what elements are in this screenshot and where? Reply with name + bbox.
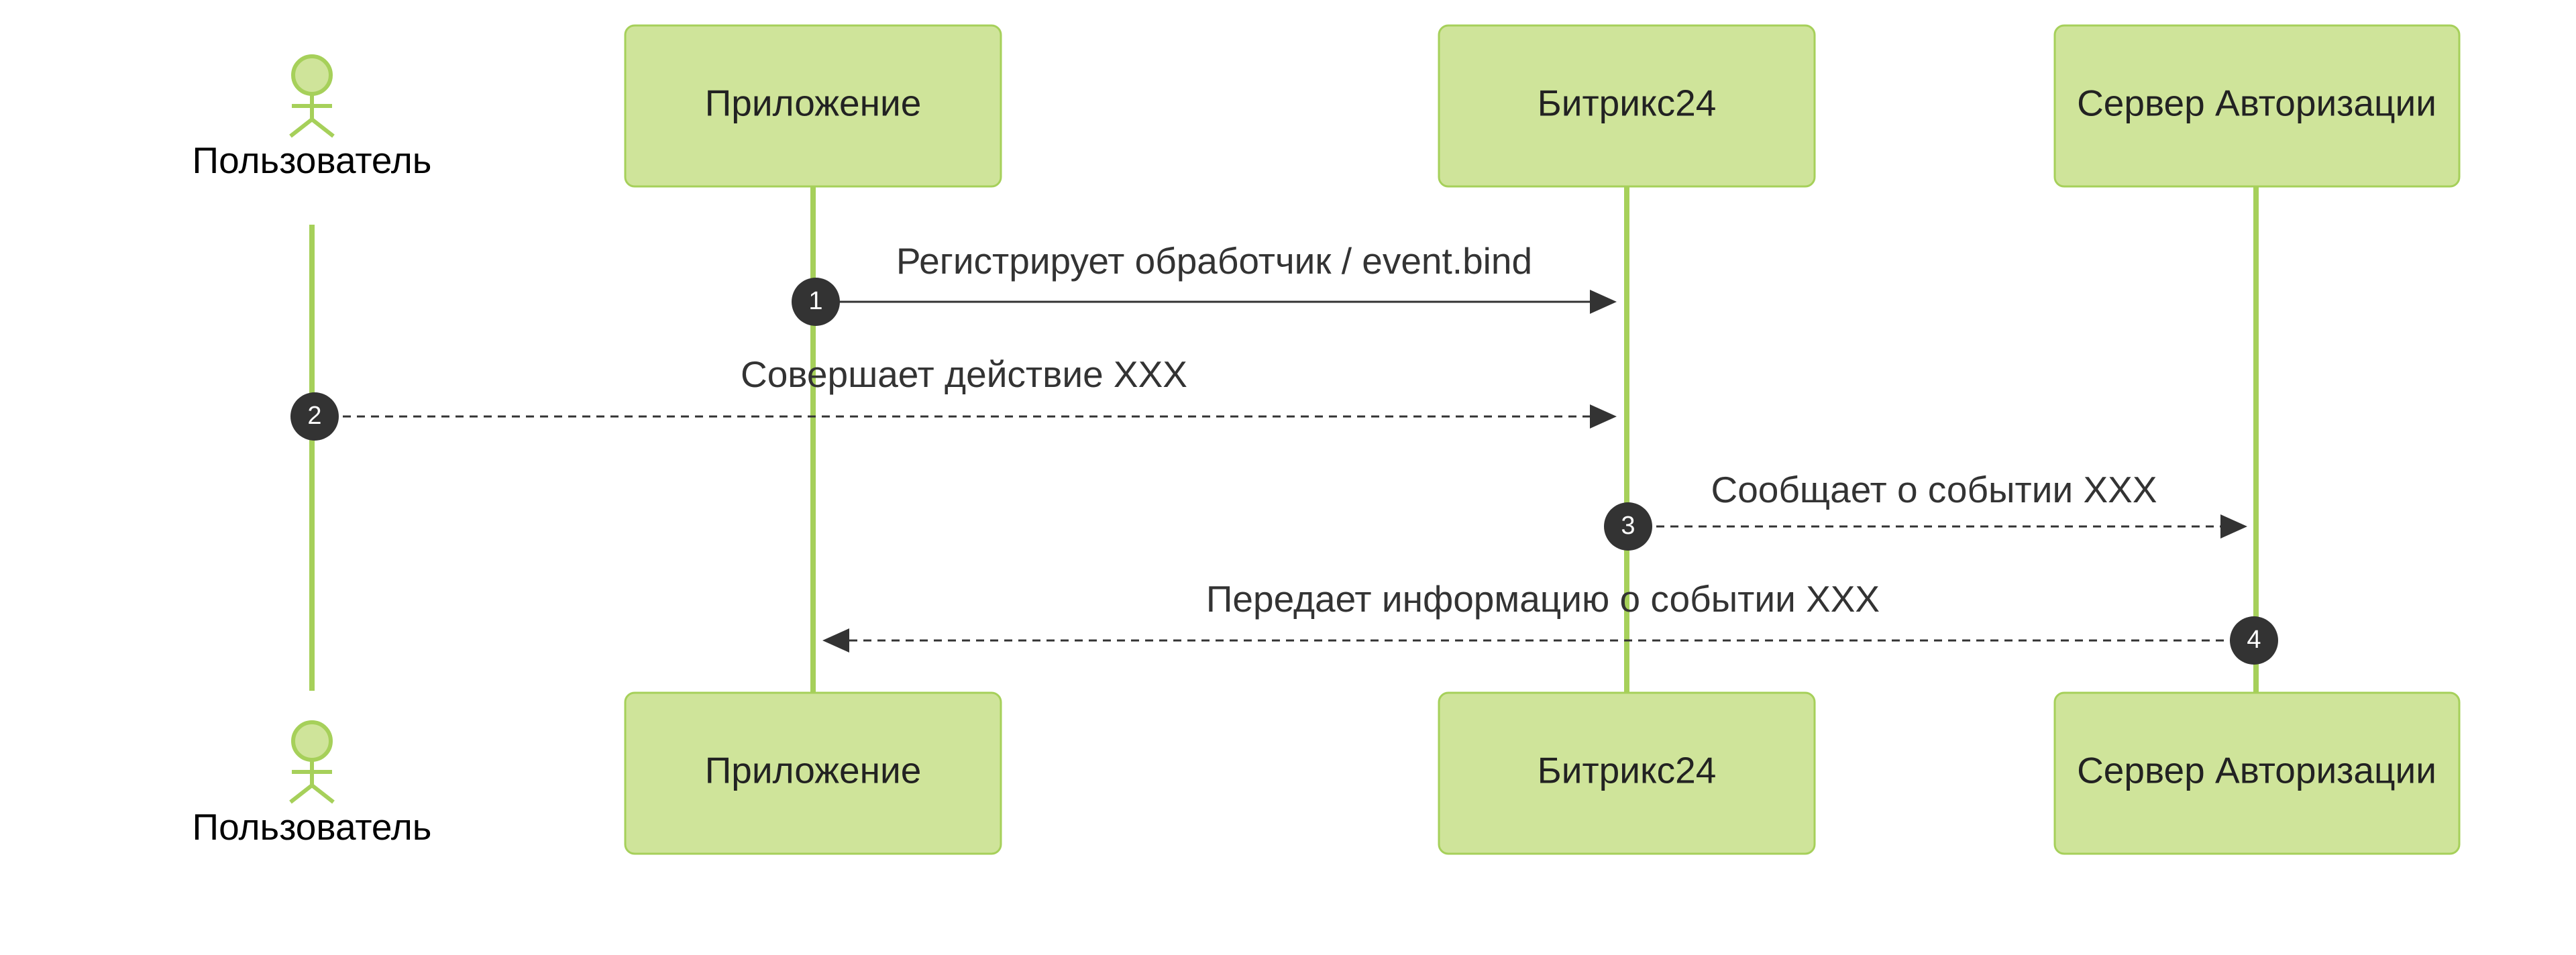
actor-user-top: Пользователь [193, 54, 432, 181]
step-2-badge [290, 392, 339, 441]
step-2-number: 2 [307, 402, 321, 430]
message-2: Совершает действие XXX 2 [290, 353, 1617, 441]
message-4-arrowhead [822, 628, 849, 653]
step-4-badge [2230, 616, 2278, 665]
participant-label-app: Приложение [705, 82, 922, 124]
step-3-badge [1604, 502, 1652, 551]
step-1-number: 1 [808, 287, 822, 315]
participant-label-auth: Сервер Авторизации [2077, 82, 2436, 124]
message-3-arrowhead [2220, 514, 2247, 539]
participant-auth-top: Сервер Авторизации [2053, 24, 2461, 188]
message-2-arrowhead [1590, 404, 1617, 429]
participant-label-bitrix: Битрикс24 [1538, 82, 1717, 124]
message-1: Регистрирует обработчик / event.bind 1 [792, 240, 1617, 326]
actor-head [291, 54, 333, 96]
participant-bitrix-top: Битрикс24 [1438, 24, 1816, 188]
participant-bitrix-bottom: Битрикс24 [1438, 691, 1816, 855]
participant-auth-bottom: Сервер Авторизации [2053, 691, 2461, 855]
message-4-label: Передает информацию о событии XXX [1206, 578, 1880, 620]
message-3-label: Сообщает о событии XXX [1711, 469, 2157, 510]
actor-user-bottom: Пользователь [193, 720, 432, 848]
message-1-label: Регистрирует обработчик / event.bind [896, 240, 1532, 282]
participant-app-top: Приложение [624, 24, 1002, 188]
step-3-number: 3 [1621, 512, 1635, 540]
actor-label-user: Пользователь [193, 139, 432, 181]
participant-label-auth-bottom: Сервер Авторизации [2077, 750, 2436, 791]
participant-label-app-bottom: Приложение [705, 750, 922, 791]
actor-head [291, 720, 333, 762]
message-3: Сообщает о событии XXX 3 [1604, 469, 2247, 551]
message-4: Передает информацию о событии XXX 4 [822, 578, 2278, 665]
actor-label-user-bottom: Пользователь [193, 806, 432, 848]
step-1-badge [792, 278, 840, 326]
message-2-label: Совершает действие XXX [741, 353, 1187, 395]
message-1-arrowhead [1590, 290, 1617, 314]
step-4-number: 4 [2247, 626, 2261, 654]
participant-app-bottom: Приложение [624, 691, 1002, 855]
participant-label-bitrix-bottom: Битрикс24 [1538, 750, 1717, 791]
